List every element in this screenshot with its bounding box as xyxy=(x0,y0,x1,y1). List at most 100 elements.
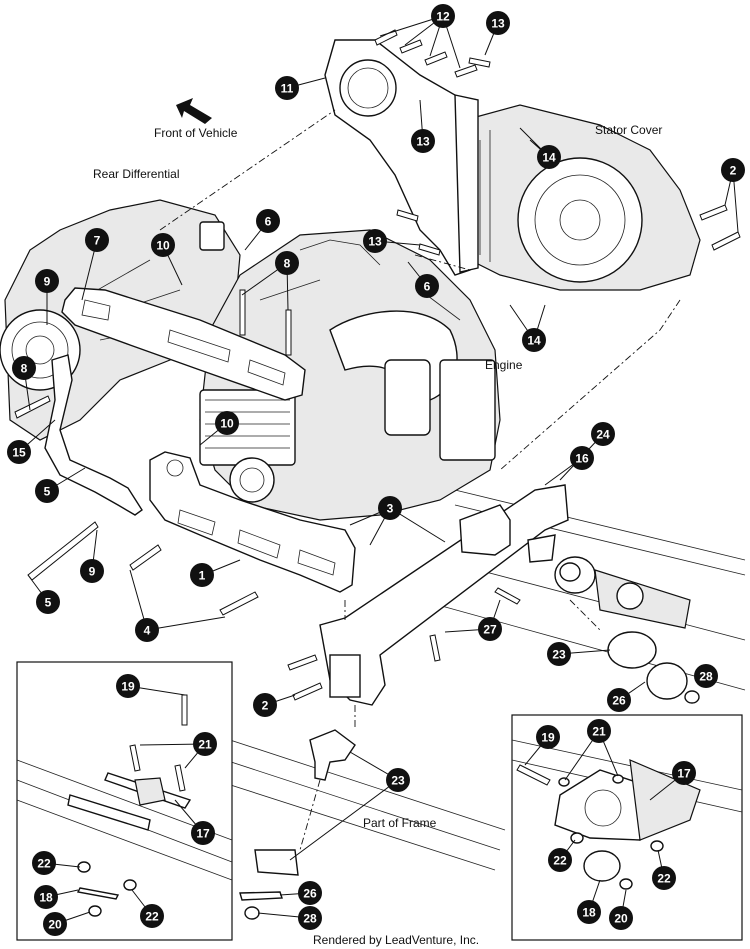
svg-text:17: 17 xyxy=(677,767,691,781)
svg-text:19: 19 xyxy=(541,731,555,745)
callout: 17 xyxy=(191,821,215,845)
svg-text:21: 21 xyxy=(198,738,212,752)
svg-text:8: 8 xyxy=(284,257,291,271)
svg-text:22: 22 xyxy=(37,857,51,871)
svg-text:2: 2 xyxy=(262,699,269,713)
stator-cover xyxy=(464,104,701,291)
svg-text:5: 5 xyxy=(45,596,52,610)
label-part-of-frame: Part of Frame xyxy=(363,816,437,830)
callout: 11 xyxy=(275,76,299,100)
callout: 22 xyxy=(140,904,164,928)
label-engine: Engine xyxy=(485,358,523,372)
callout: 17 xyxy=(672,761,696,785)
svg-text:9: 9 xyxy=(44,275,51,289)
callout: 2 xyxy=(721,158,745,182)
callout: 18 xyxy=(577,900,601,924)
callout: 21 xyxy=(193,732,217,756)
svg-text:15: 15 xyxy=(12,446,26,460)
label-stator-cover: Stator Cover xyxy=(595,123,662,137)
callout: 26 xyxy=(298,881,322,905)
washers-right xyxy=(607,631,700,704)
callout: 24 xyxy=(591,422,615,446)
svg-text:6: 6 xyxy=(424,280,431,294)
svg-text:9: 9 xyxy=(89,565,96,579)
svg-text:24: 24 xyxy=(596,428,610,442)
callout: 22 xyxy=(548,848,572,872)
svg-text:22: 22 xyxy=(145,910,159,924)
callout: 26 xyxy=(607,688,631,712)
callout: 14 xyxy=(522,328,546,352)
callout: 6 xyxy=(256,209,280,233)
callout: 15 xyxy=(7,440,31,464)
callout: 4 xyxy=(135,618,159,642)
label-front-of-vehicle: Front of Vehicle xyxy=(154,126,238,140)
svg-text:14: 14 xyxy=(527,334,541,348)
callout: 10 xyxy=(151,233,175,257)
svg-text:22: 22 xyxy=(657,872,671,886)
svg-text:13: 13 xyxy=(416,135,430,149)
svg-text:20: 20 xyxy=(614,912,628,926)
svg-text:18: 18 xyxy=(39,891,53,905)
callout: 5 xyxy=(35,479,59,503)
callout: 5 xyxy=(36,590,60,614)
callout: 1 xyxy=(190,563,214,587)
lower-mount-bracket xyxy=(149,451,356,593)
svg-text:5: 5 xyxy=(44,485,51,499)
svg-text:3: 3 xyxy=(387,502,394,516)
callout: 23 xyxy=(386,768,410,792)
svg-text:12: 12 xyxy=(436,10,450,24)
svg-text:17: 17 xyxy=(196,827,210,841)
callout: 10 xyxy=(215,411,239,435)
svg-text:16: 16 xyxy=(575,452,589,466)
front-arrow-icon xyxy=(176,98,212,124)
callout: 8 xyxy=(275,251,299,275)
svg-text:13: 13 xyxy=(368,235,382,249)
callout: 13 xyxy=(363,229,387,253)
svg-text:18: 18 xyxy=(582,906,596,920)
callout: 16 xyxy=(570,446,594,470)
svg-text:10: 10 xyxy=(220,417,234,431)
engine-mount-plate xyxy=(324,39,479,276)
callout: 22 xyxy=(32,851,56,875)
side-strap-bracket xyxy=(44,354,143,516)
callout: 23 xyxy=(547,642,571,666)
svg-text:23: 23 xyxy=(391,774,405,788)
label-rear-differential: Rear Differential xyxy=(93,167,179,181)
callout: 9 xyxy=(80,559,104,583)
svg-text:13: 13 xyxy=(491,17,505,31)
svg-text:11: 11 xyxy=(281,82,294,96)
svg-text:20: 20 xyxy=(48,918,62,932)
leader-dashes xyxy=(159,109,681,851)
cross-member xyxy=(319,484,569,706)
engine xyxy=(199,229,501,521)
callout: 18 xyxy=(34,885,58,909)
svg-text:4: 4 xyxy=(144,624,151,638)
callout: 28 xyxy=(694,664,718,688)
svg-text:28: 28 xyxy=(303,912,317,926)
callout: 8 xyxy=(12,356,36,380)
svg-text:19: 19 xyxy=(121,680,135,694)
svg-text:23: 23 xyxy=(552,648,566,662)
callout: 19 xyxy=(116,674,140,698)
svg-text:7: 7 xyxy=(94,234,101,248)
callout: 13 xyxy=(486,11,510,35)
upper-mount-bracket xyxy=(61,287,306,401)
callouts: 1 2 2 3 4 5 5 6 6 7 8 8 9 9 10 10 11 12 … xyxy=(7,4,745,936)
svg-text:27: 27 xyxy=(483,623,497,637)
inset-right xyxy=(511,714,743,941)
rubber-mount-upper xyxy=(554,556,691,629)
svg-text:8: 8 xyxy=(21,362,28,376)
callout: 3 xyxy=(378,496,402,520)
callout: 19 xyxy=(536,725,560,749)
svg-text:6: 6 xyxy=(265,215,272,229)
svg-text:1: 1 xyxy=(199,569,206,583)
callout: 12 xyxy=(431,4,455,28)
callout: 20 xyxy=(43,912,67,936)
svg-text:26: 26 xyxy=(612,694,626,708)
svg-text:10: 10 xyxy=(156,239,170,253)
svg-text:22: 22 xyxy=(553,854,567,868)
svg-text:2: 2 xyxy=(730,164,737,178)
callout: 6 xyxy=(415,274,439,298)
callout: 20 xyxy=(609,906,633,930)
